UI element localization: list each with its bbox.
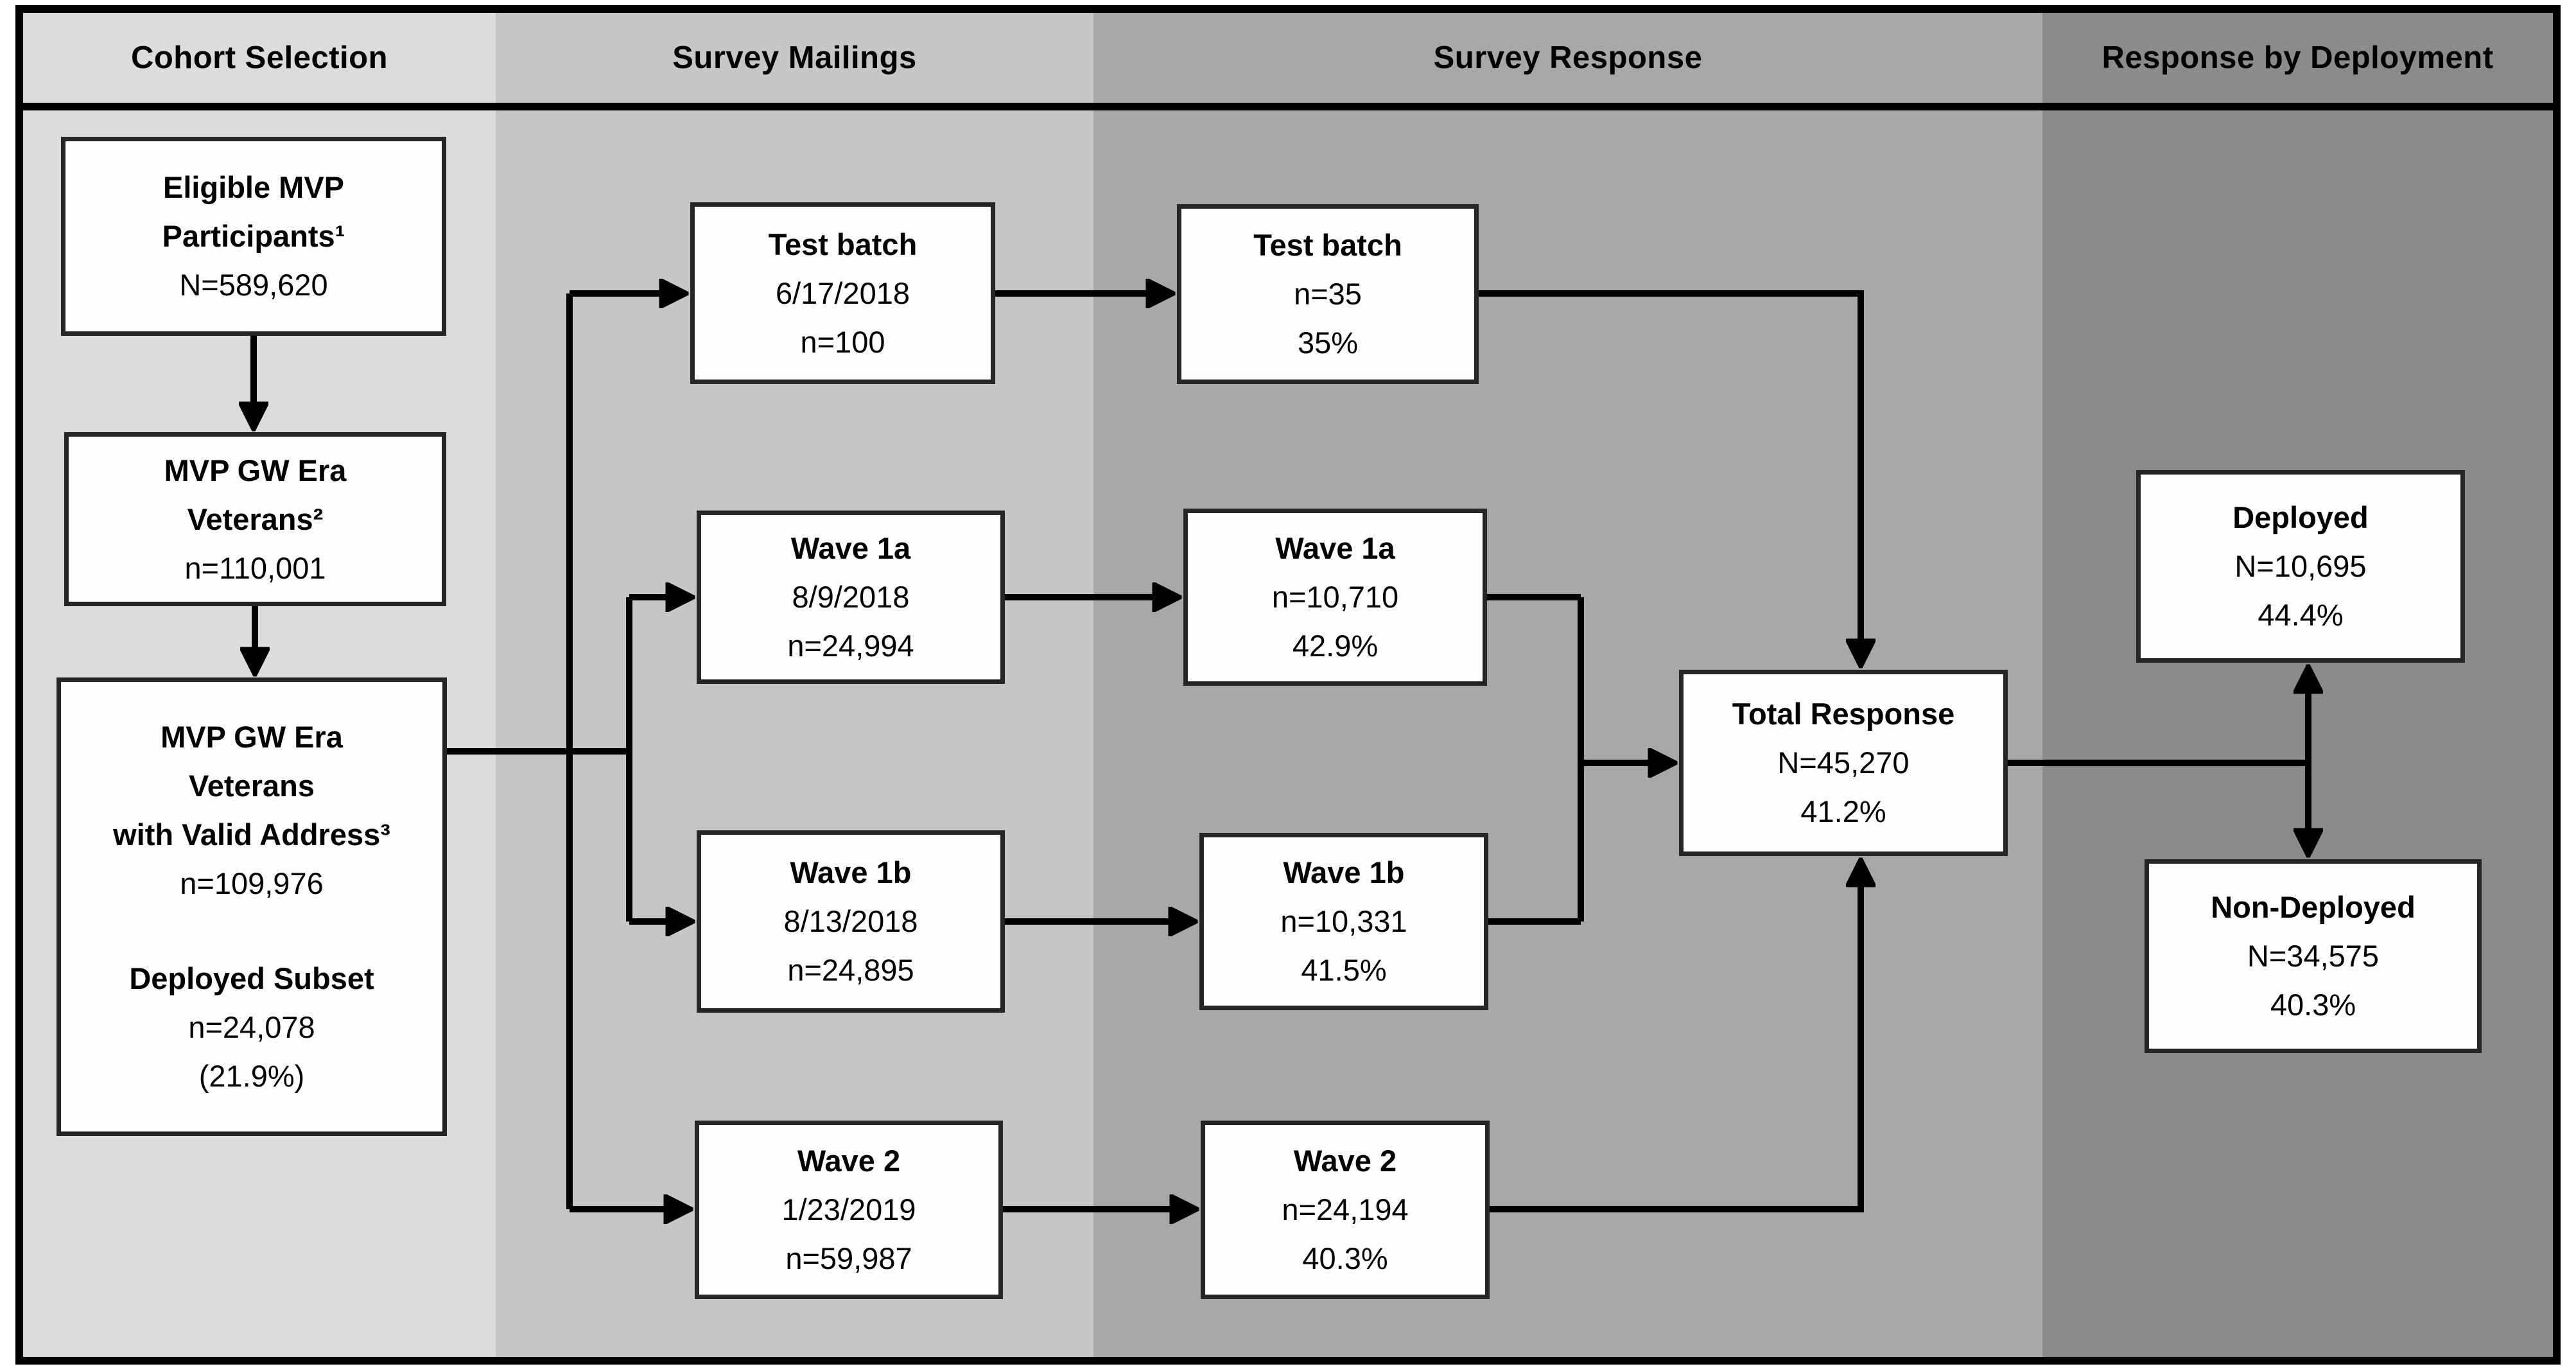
column-header-survey-mailings: Survey Mailings <box>672 40 917 75</box>
box-title-line: Total Response <box>1732 697 1955 731</box>
box-title-line: with Valid Address³ <box>113 817 390 851</box>
box-title-line: Wave 1a <box>1275 531 1395 565</box>
box-value-line: 6/17/2018 <box>775 275 910 310</box>
box-value-line: (21.9%) <box>198 1059 305 1093</box>
box-valid-address-deployed-subset: MVP GW Era Veterans with Valid Address³ … <box>57 677 447 1136</box>
column-header-cohort-selection: Cohort Selection <box>130 40 388 75</box>
box-value-line: N=34,575 <box>2247 939 2380 973</box>
box-title-line: Deployed <box>2232 500 2369 534</box>
box-value-line: 35% <box>1297 326 1359 360</box>
box-title-line: Non-Deployed <box>2211 890 2415 924</box>
box-test-batch-mailing: Test batch 6/17/2018 n=100 <box>690 202 995 384</box>
box-non-deployed: Non-Deployed N=34,575 40.3% <box>2145 859 2482 1053</box>
box-wave2-mailing: Wave 2 1/23/2019 n=59,987 <box>695 1121 1003 1299</box>
box-value-line: N=10,695 <box>2234 549 2367 583</box>
flow-diagram-figure: Cohort Selection Survey Mailings Survey … <box>15 5 2561 1365</box>
box-value-line: n=35 <box>1294 277 1362 311</box>
box-value-line: n=109,976 <box>180 866 324 900</box>
box-value-line: n=110,001 <box>184 550 326 585</box>
box-wave1a-response: Wave 1a n=10,710 42.9% <box>1183 509 1487 686</box>
box-title-line: Eligible MVP <box>162 170 345 204</box>
box-value-line: 41.5% <box>1301 953 1387 987</box>
box-value-line: 8/9/2018 <box>792 580 910 614</box>
arrow-testbatch-response-to-total <box>1479 290 1861 664</box>
box-title-line: Veterans² <box>187 502 324 536</box>
box-total-response: Total Response N=45,270 41.2% <box>1679 670 2008 856</box>
box-eligible-mvp-participants: Eligible MVP Participants¹ N=589,620 <box>61 137 446 336</box>
box-wave1a-mailing: Wave 1a 8/9/2018 n=24,994 <box>697 511 1005 684</box>
box-wave1b-response: Wave 1b n=10,331 41.5% <box>1199 833 1488 1010</box>
box-value-line: 42.9% <box>1292 629 1379 663</box>
box-value-line: 8/13/2018 <box>783 904 918 938</box>
box-wave2-response: Wave 2 n=24,194 40.3% <box>1201 1121 1490 1299</box>
box-value-line: 1/23/2019 <box>781 1192 916 1227</box>
box-value-line: 44.4% <box>2258 598 2344 632</box>
box-test-batch-response: Test batch n=35 35% <box>1177 204 1479 384</box>
box-title-line: MVP GW Era <box>161 720 343 754</box>
box-value-line: n=59,987 <box>785 1241 912 1275</box>
box-value-line: 40.3% <box>2270 988 2356 1022</box>
box-title-line: Wave 1a <box>790 531 911 565</box>
box-value-line: 40.3% <box>1302 1241 1388 1275</box>
box-value-line: n=10,331 <box>1280 904 1407 938</box>
box-title-line: Wave 2 <box>797 1144 901 1178</box>
box-title-line: Test batch <box>1253 228 1402 262</box>
box-value-line: N=45,270 <box>1777 746 1910 780</box>
box-value-line: n=24,078 <box>188 1010 315 1044</box>
column-header-response-by-deployment: Response by Deployment <box>2102 40 2494 75</box>
box-title-line: Veterans <box>189 769 315 803</box>
arrow-wave2-response-to-total <box>1490 862 1861 1212</box>
box-title-line: Participants¹ <box>162 219 345 253</box>
box-title-line: Test batch <box>768 227 918 261</box>
box-value-line: 41.2% <box>1800 794 1886 828</box>
box-title-line: Wave 1b <box>790 855 912 889</box>
box-title-line: Wave 1b <box>1283 855 1405 889</box>
column-header-survey-response: Survey Response <box>1433 40 1703 75</box>
box-title-line: MVP GW Era <box>164 453 347 487</box>
flow-arrows <box>23 13 2553 1357</box>
box-value-line: n=24,994 <box>787 629 914 663</box>
box-value-line: n=24,895 <box>787 953 914 987</box>
box-value-line: n=100 <box>800 324 885 359</box>
header-separator-line <box>23 103 2553 110</box>
box-title-line: Deployed Subset <box>129 961 374 995</box>
box-value-line: n=24,194 <box>1282 1192 1409 1227</box>
box-value-line: n=10,710 <box>1271 580 1399 614</box>
box-value-line: N=589,620 <box>179 268 328 302</box>
box-mvp-gw-era-veterans: MVP GW Era Veterans² n=110,001 <box>64 432 446 606</box>
box-wave1b-mailing: Wave 1b 8/13/2018 n=24,895 <box>697 830 1005 1013</box>
box-title-line: Wave 2 <box>1293 1144 1397 1178</box>
box-deployed: Deployed N=10,695 44.4% <box>2136 470 2465 663</box>
